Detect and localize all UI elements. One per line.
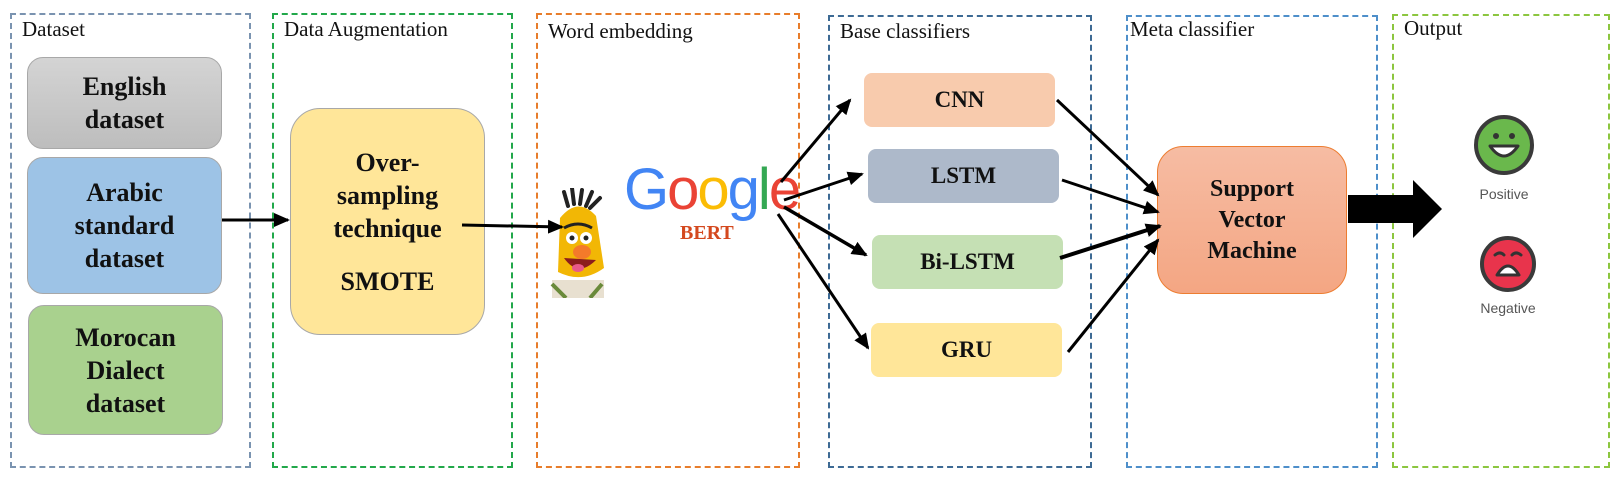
negative-label: Negative <box>1480 300 1536 316</box>
classifier-cnn: CNN <box>864 73 1055 127</box>
smote-line1: Over- <box>355 147 420 177</box>
sad-face-icon <box>1480 236 1536 292</box>
classifier-bilstm: Bi-LSTM <box>872 235 1063 289</box>
smote-line2: sampling <box>336 180 439 210</box>
dataset-arabic-line2: standard <box>74 211 175 240</box>
dataset-english: English dataset <box>27 57 222 149</box>
arrow-bert-to-gru <box>776 213 870 350</box>
panel-title-base: Base classifiers <box>840 19 971 43</box>
panel-title-augmentation: Data Augmentation <box>284 17 448 41</box>
panel-title-embedding: Word embedding <box>548 19 693 43</box>
smote-line4: SMOTE <box>340 266 435 296</box>
smote-box: Over- sampling technique SMOTE <box>290 108 485 335</box>
panel-title-meta: Meta classifier <box>1130 17 1255 41</box>
panel-title-dataset: Dataset <box>22 17 85 41</box>
classifier-gru-label: GRU <box>940 337 993 362</box>
arrow-cnn-to-svm <box>1055 98 1160 197</box>
panel-dataset: Dataset <box>10 13 251 468</box>
bert-label: BERT <box>680 222 734 244</box>
arrow-gru-to-svm <box>1066 238 1160 353</box>
panel-output: Output <box>1392 14 1610 468</box>
panel-embedding: Word embedding <box>536 13 800 468</box>
arrow-bert-to-lstm <box>783 171 864 202</box>
classifier-bilstm-label: Bi-LSTM <box>920 249 1015 274</box>
panel-title-output: Output <box>1404 16 1463 40</box>
classifier-lstm-label: LSTM <box>930 163 997 188</box>
classifier-gru: GRU <box>871 323 1062 377</box>
panel-augmentation: Data Augmentation <box>272 13 513 468</box>
smote-line3: technique <box>333 213 442 243</box>
arrow-svm-to-output <box>1348 180 1442 238</box>
panel-base-classifiers: Base classifiers <box>828 15 1092 468</box>
dataset-arabic-line3: dataset <box>84 244 165 273</box>
svm-line2: Vector <box>1218 206 1286 233</box>
classifier-lstm: LSTM <box>868 149 1059 203</box>
arrow-smote-to-bert <box>461 219 564 234</box>
happy-face-icon <box>1474 115 1534 175</box>
classifier-cnn-label: CNN <box>934 87 985 112</box>
svm-box: Support Vector Machine <box>1157 146 1347 294</box>
google-logo: Google <box>624 157 801 222</box>
panel-meta-classifier: Meta classifier <box>1126 15 1378 468</box>
bert-mascot-icon <box>550 188 604 298</box>
positive-label: Positive <box>1479 186 1529 202</box>
arrow-bert-to-cnn <box>779 98 852 183</box>
svm-line3: Machine <box>1207 237 1297 264</box>
dataset-arabic: Arabic standard dataset <box>27 157 222 294</box>
arrow-lstm-to-svm <box>1061 178 1160 215</box>
arrow-bilstm-to-svm <box>1059 223 1162 260</box>
dataset-english-line2: dataset <box>84 105 165 134</box>
arrow-bert-to-bilstm <box>783 205 868 257</box>
dataset-moroccan-line1: Morocan <box>75 322 176 352</box>
dataset-moroccan-line3: dataset <box>85 388 166 418</box>
dataset-english-line1: English <box>82 72 167 101</box>
dataset-arabic-line1: Arabic <box>86 178 163 207</box>
dataset-moroccan-line2: Dialect <box>86 355 165 385</box>
svm-line1: Support <box>1209 175 1295 202</box>
